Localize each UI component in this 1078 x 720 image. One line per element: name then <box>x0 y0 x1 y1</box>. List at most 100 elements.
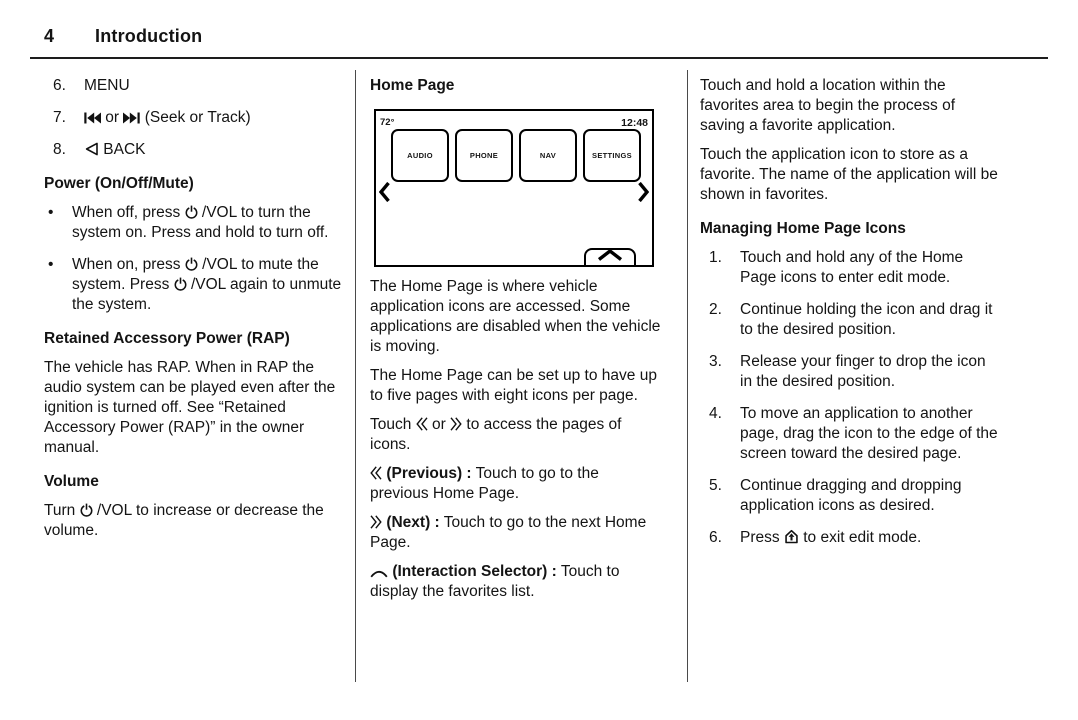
text: /VOL again to unmute the system. <box>72 276 342 313</box>
text: Home Page <box>370 77 455 94</box>
item-number: 6. <box>53 77 66 94</box>
text: Touch and hold a location within the fav… <box>700 77 956 134</box>
item-text: Release your finger to drop the icon in … <box>740 352 1000 392</box>
text: to access the pages of icons. <box>370 416 622 453</box>
item-text: BACK <box>84 140 345 160</box>
item-text: MENU <box>84 76 345 96</box>
numbered-item: 4. To move an application to another page… <box>700 404 1000 464</box>
text: The Home Page can be set up to have up t… <box>370 367 657 404</box>
numbered-item: 6. Press to exit edit mode. <box>700 528 1000 548</box>
text: BACK <box>99 141 146 158</box>
power-icon <box>185 256 198 273</box>
item-number: 3. <box>709 353 722 370</box>
numbered-item: 2. Continue holding the icon and drag it … <box>700 300 1000 340</box>
text: to exit edit mode. <box>798 529 922 546</box>
seek-forward-icon <box>123 109 141 126</box>
numbered-item: 5. Continue dragging and dropping applica… <box>700 476 1000 516</box>
numbered-list: 6. MENU 7. or (Seek or Track) 8. BACK <box>44 76 345 160</box>
text: The Home Page is where vehicle applicati… <box>370 278 661 355</box>
figure-app-buttons: AUDIO PHONE NAV SETTINGS <box>391 129 641 182</box>
bold-text: (Interaction Selector) : <box>392 563 557 580</box>
item-number: 7. <box>53 109 66 126</box>
column-left: 6. MENU 7. or (Seek or Track) 8. BACK Power … <box>44 70 345 550</box>
section-heading: Managing Home Page Icons <box>700 219 1000 239</box>
bullet-marker: • <box>48 256 54 273</box>
paragraph: Touch or to access the pages of icons. <box>370 415 661 455</box>
text: Continue dragging and dropping applicati… <box>740 477 962 514</box>
numbered-item: 6. MENU <box>44 76 345 96</box>
section-heading: Power (On/Off/Mute) <box>44 174 345 194</box>
text: Turn <box>44 502 80 519</box>
item-text: Continue holding the icon and drag it to… <box>740 300 1000 340</box>
paragraph: (Interaction Selector) : Touch to displa… <box>370 562 661 602</box>
home-page-figure: 72° 12:48 AUDIO PHONE NAV SETTINGS <box>374 109 654 267</box>
chevron-left-icon <box>379 182 390 206</box>
column-divider-1 <box>355 70 356 682</box>
text: When off, press <box>72 204 185 221</box>
text: Touch to display the favorites list. <box>370 563 620 600</box>
item-number: 1. <box>709 249 722 266</box>
column-middle: Home Page 72° 12:48 AUDIO PHONE NAV SETTING… <box>370 70 661 611</box>
text: Touch to go to the previous Home Page. <box>370 465 599 502</box>
bullet-marker: • <box>48 204 54 221</box>
paragraph: Touch the application icon to store as a… <box>700 145 1000 205</box>
app-button-nav: NAV <box>519 129 577 182</box>
app-button-label: NAV <box>539 150 557 160</box>
paragraph: The Home Page is where vehicle applicati… <box>370 277 661 357</box>
next-icon <box>370 514 382 531</box>
numbered-item: 8. BACK <box>44 140 345 160</box>
paragraph: (Next) : Touch to go to the next Home Pa… <box>370 513 661 553</box>
text: (Seek or Track) <box>140 109 251 126</box>
text: Touch to go to the next Home Page. <box>370 514 647 551</box>
text: The vehicle has RAP. When in RAP the aud… <box>44 359 336 456</box>
text: MENU <box>84 77 130 94</box>
bullet-list: • When off, press /VOL to turn the system… <box>44 203 345 315</box>
paragraph: Touch and hold a location within the fav… <box>700 76 1000 136</box>
text: Touch <box>370 416 416 433</box>
paragraph: Turn /VOL to increase or decrease the vo… <box>44 501 345 541</box>
text: Continue holding the icon and drag it to… <box>740 301 993 338</box>
power-icon <box>80 502 93 519</box>
text: To move an application to another page, … <box>740 405 998 462</box>
chevron-right-icon <box>638 182 649 206</box>
interaction-selector-icon <box>370 563 388 580</box>
bullet-item: • When off, press /VOL to turn the system… <box>44 203 345 243</box>
text: Release your finger to drop the icon in … <box>740 353 986 390</box>
text: /VOL to increase or decrease the volume. <box>44 502 324 539</box>
seek-back-icon <box>84 109 101 126</box>
text: or <box>427 416 451 433</box>
item-number: 4. <box>709 405 722 422</box>
text: Retained Accessory Power (RAP) <box>44 330 290 347</box>
figure-clock: 12:48 <box>621 117 648 129</box>
interaction-selector-tab <box>584 248 636 265</box>
next-icon <box>450 416 462 433</box>
section-heading: Home Page <box>370 76 661 96</box>
numbered-item: 7. or (Seek or Track) <box>44 108 345 128</box>
item-text: When off, press /VOL to turn the system … <box>72 203 345 243</box>
paragraph: The vehicle has RAP. When in RAP the aud… <box>44 358 345 458</box>
item-number: 5. <box>709 477 722 494</box>
app-button-settings: SETTINGS <box>583 129 641 182</box>
item-text: or (Seek or Track) <box>84 108 345 128</box>
text: /VOL to mute the system. Press <box>72 256 319 293</box>
text: Volume <box>44 473 99 490</box>
page-number: 4 <box>44 26 55 46</box>
item-text: Press to exit edit mode. <box>740 528 1000 548</box>
power-icon <box>174 276 187 293</box>
chevron-up-icon <box>597 245 623 265</box>
header-rule <box>30 57 1048 59</box>
app-button-phone: PHONE <box>455 129 513 182</box>
item-text: Touch and hold any of the Home Page icon… <box>740 248 1000 288</box>
section-heading: Volume <box>44 472 345 492</box>
column-right: Touch and hold a location within the fav… <box>700 70 1000 560</box>
item-text: Continue dragging and dropping applicati… <box>740 476 1000 516</box>
column-divider-2 <box>687 70 688 682</box>
section-heading: Retained Accessory Power (RAP) <box>44 329 345 349</box>
item-number: 6. <box>709 529 722 546</box>
figure-temperature: 72° <box>380 117 395 128</box>
bullet-item: •When on, press /VOL to mute the system.… <box>44 255 345 315</box>
text: Power (On/Off/Mute) <box>44 175 194 192</box>
bold-text: (Next) : <box>386 514 440 531</box>
app-button-label: AUDIO <box>407 150 433 160</box>
item-number: 2. <box>709 301 722 318</box>
